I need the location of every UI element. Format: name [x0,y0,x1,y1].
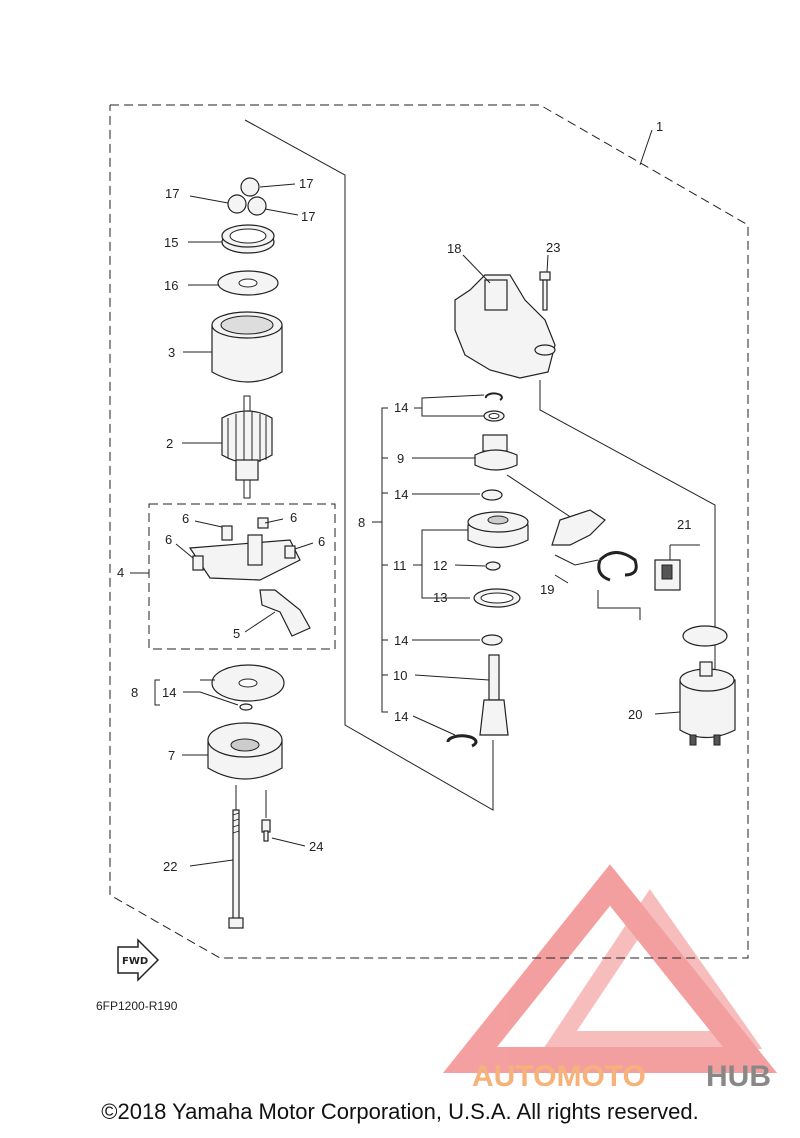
callout-6b: 6 [290,510,297,525]
planet-gears [227,177,267,216]
armature [221,395,273,499]
callout-17c: 17 [301,209,315,224]
clutch-assembly [467,511,529,549]
circlip-2 [446,734,478,748]
callout-12: 12 [433,558,447,573]
ring-gear [221,224,275,254]
callout-21: 21 [677,517,691,532]
callout-14b: 14 [394,487,408,502]
callout-1: 1 [656,119,663,134]
callout-6c: 6 [165,532,172,547]
fwd-direction-arrow [117,938,160,982]
callout-17a: 17 [299,176,313,191]
solenoid-plunger-set [654,559,681,591]
callout-8b: 8 [358,515,365,530]
callout-7: 7 [168,748,175,763]
brush-holder-box [148,503,336,650]
copyright-notice: ©2018 Yamaha Motor Corporation, U.S.A. A… [101,1099,699,1124]
callout-9: 9 [397,451,404,466]
housing-bolt [539,271,551,311]
screw [261,819,271,842]
yoke [211,311,283,383]
callout-10: 10 [393,668,407,683]
end-cover [207,722,283,780]
circlip [484,392,503,401]
watermark-text-automoto: AUTOMOTO [472,1060,646,1093]
callout-11: 11 [393,558,407,573]
washer-1 [481,489,503,501]
callout-16: 16 [164,278,178,293]
diagram-code: 6FP1200-R190 [96,999,178,1013]
callout-14c: 14 [394,633,408,648]
starter-solenoid [679,661,736,746]
callout-2: 2 [166,436,173,451]
assembly-outline [109,104,749,959]
callout-6a: 6 [182,511,189,526]
callout-13: 13 [433,590,447,605]
callout-3: 3 [168,345,175,360]
callout-22: 22 [163,859,177,874]
callout-4: 4 [117,565,124,580]
watermark-text-hub: HUB [706,1060,771,1093]
callout-19: 19 [540,582,554,597]
washer-plate [211,664,285,711]
washer-2 [481,634,503,646]
clutch-cover [473,588,521,608]
solenoid-gasket [682,625,728,647]
callout-15: 15 [164,235,178,250]
callout-17b: 17 [165,186,179,201]
callout-18: 18 [447,241,461,256]
pinion-shaft [479,654,509,736]
callout-24: 24 [309,839,323,854]
callout-23: 23 [546,240,560,255]
through-bolt [228,809,244,929]
callout-6d: 6 [318,534,325,549]
pinion-gear [474,434,518,471]
callout-8a: 8 [131,685,138,700]
brush-holder [188,517,301,581]
shift-lever [551,509,638,582]
callout-14a: 14 [394,400,408,415]
watermark-logo [442,864,778,1073]
collar [485,561,501,571]
fwd-label: FWD [122,956,148,967]
callout-5: 5 [233,626,240,641]
callout-14d: 14 [394,709,408,724]
callout-20: 20 [628,707,642,722]
drive-housing [454,274,556,379]
center-plate [217,270,279,296]
brush-lead [259,589,311,637]
callout-14e: 14 [162,685,176,700]
oil-seal [483,410,505,422]
